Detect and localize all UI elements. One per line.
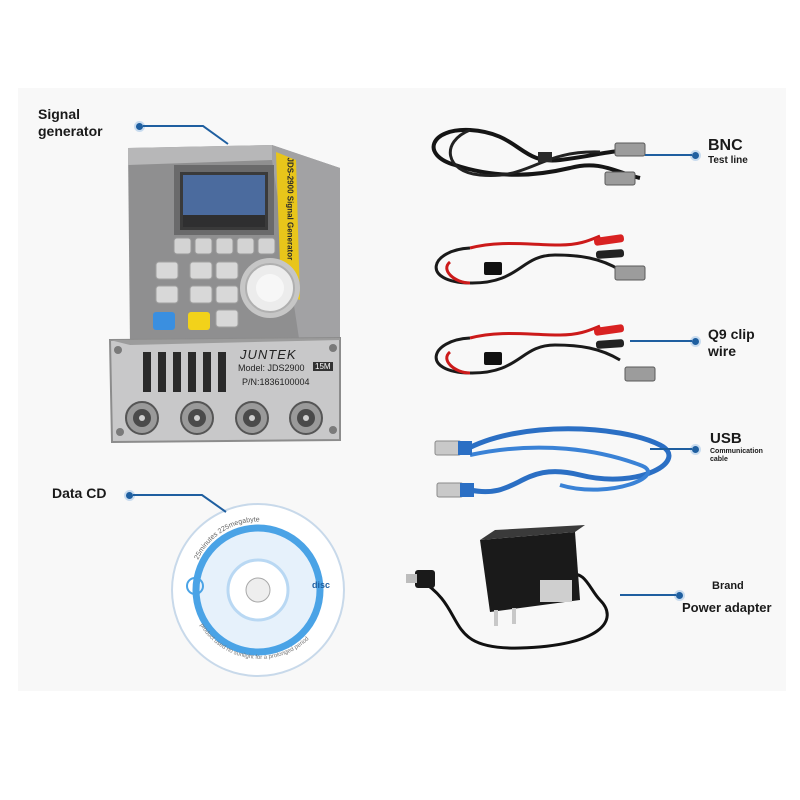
label-signal-generator-line1: Signal <box>38 106 81 122</box>
device-part-number: P/N:1836100004 <box>242 377 310 387</box>
label-bnc-sub: Test line <box>708 155 748 167</box>
device-model-badge: 15M <box>313 362 333 371</box>
label-q9: Q9 clip wire <box>708 326 755 360</box>
callout-line-usb <box>650 448 692 450</box>
label-usb-main: USB <box>710 430 742 447</box>
label-usb-sub-line1: Communication <box>710 448 763 455</box>
label-signal-generator-line2: generator <box>38 122 103 139</box>
callout-line-bnc <box>645 154 692 156</box>
device-model: Model: JDS2900 <box>238 363 305 373</box>
device-brand: JUNTEK <box>240 347 297 362</box>
label-bnc-main: BNC <box>708 137 743 154</box>
label-usb-sub-line2: cable <box>710 456 728 464</box>
label-bnc: BNC Test line <box>708 136 748 167</box>
callout-line-q9 <box>630 340 692 342</box>
label-signal-generator: Signal generator <box>38 106 103 140</box>
label-q9-line2: wire <box>708 342 737 359</box>
callout-line-power <box>620 594 676 596</box>
label-power-adapter: Power adapter <box>682 600 772 615</box>
label-q9-line1: Q9 clip <box>708 326 755 342</box>
cd-logo: disc <box>312 580 331 590</box>
label-data-cd: Data CD <box>52 485 107 501</box>
label-power-brand: Brand <box>712 580 744 592</box>
label-usb: USB Communication cable <box>710 430 763 465</box>
